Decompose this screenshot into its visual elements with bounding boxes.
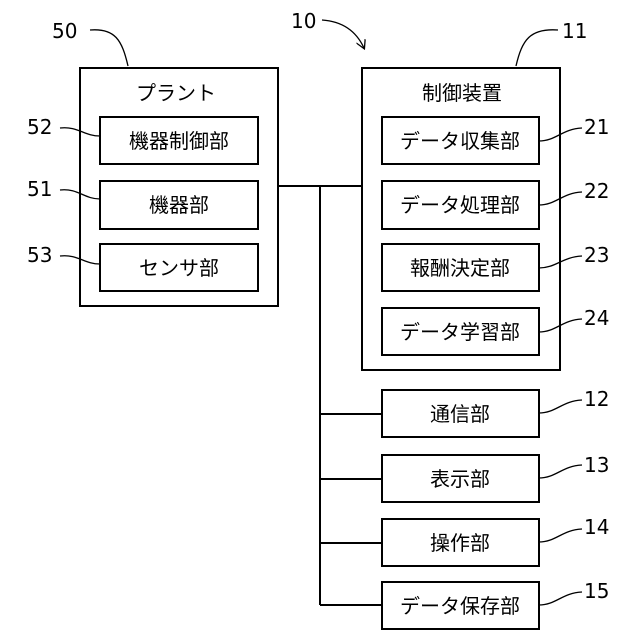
data-storage-ref: 15: [584, 579, 609, 603]
data-processing-ref: 22: [584, 179, 609, 203]
bus-unit-display: 表示部 13: [382, 453, 609, 502]
reward-decision-label: 報酬決定部: [410, 256, 510, 280]
data-processing-label: データ処理部: [400, 193, 520, 217]
communication-label: 通信部: [430, 402, 490, 426]
system-ref-label: 10: [291, 9, 316, 33]
device-control-label: 機器制御部: [129, 129, 229, 153]
device-label: 機器部: [149, 193, 209, 217]
communication-leader: [539, 400, 582, 413]
sensor-label: センサ部: [139, 256, 219, 280]
plant-ref-label: 50: [52, 19, 77, 43]
system-ref-arrow: [322, 20, 364, 48]
controller-unit-data-collection: データ収集部 21: [382, 115, 609, 164]
display-leader: [539, 465, 582, 478]
bus-unit-data-storage: データ保存部 15: [382, 579, 609, 629]
operation-label: 操作部: [430, 531, 490, 555]
communication-ref: 12: [584, 387, 609, 411]
sensor-ref: 53: [27, 243, 52, 267]
data-learning-label: データ学習部: [400, 320, 520, 344]
data-storage-label: データ保存部: [400, 594, 520, 618]
bus-unit-communication: 通信部 12: [382, 387, 609, 437]
controller-ref-leader: [516, 30, 558, 66]
display-ref: 13: [584, 453, 609, 477]
plant-ref-leader: [90, 30, 128, 66]
data-learning-ref: 24: [584, 306, 609, 330]
controller-unit-reward-decision: 報酬決定部 23: [382, 243, 609, 291]
plant-unit-device-control: 機器制御部 52: [27, 115, 258, 164]
controller-title: 制御装置: [422, 81, 502, 105]
device-ref: 51: [27, 177, 52, 201]
bus-unit-operation: 操作部 14: [382, 515, 609, 566]
display-label: 表示部: [430, 467, 490, 491]
operation-ref: 14: [584, 515, 609, 539]
controller-unit-data-processing: データ処理部 22: [382, 179, 609, 229]
controller-group: 制御装置 11 データ収集部 21 データ処理部 22 報酬決定部 23 データ…: [362, 19, 609, 370]
plant-unit-device: 機器部 51: [27, 177, 258, 229]
data-collection-label: データ収集部: [400, 129, 520, 153]
data-storage-leader: [539, 592, 582, 605]
data-collection-ref: 21: [584, 115, 609, 139]
controller-ref-label: 11: [562, 19, 587, 43]
device-control-ref: 52: [27, 115, 52, 139]
controller-unit-data-learning: データ学習部 24: [382, 306, 609, 355]
plant-group: プラント 50 機器制御部 52 機器部 51 センサ部 53: [27, 19, 278, 306]
operation-leader: [539, 529, 582, 542]
plant-unit-sensor: センサ部 53: [27, 243, 258, 291]
plant-title: プラント: [136, 81, 216, 105]
reward-decision-ref: 23: [584, 243, 609, 267]
